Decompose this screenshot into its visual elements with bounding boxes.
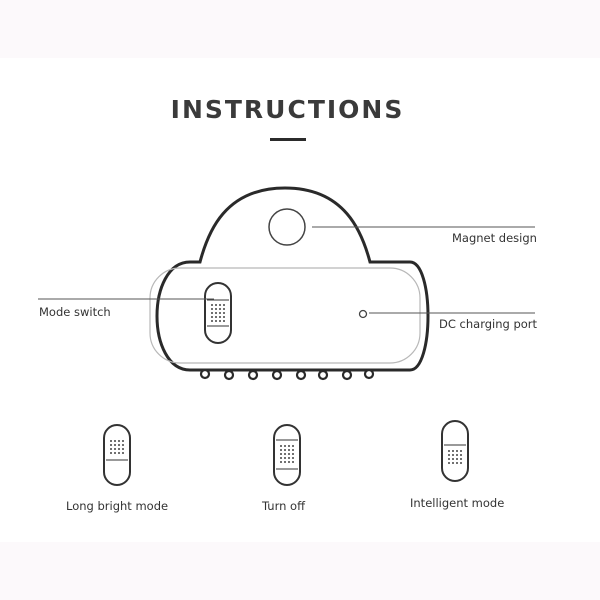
label-dc-charging-port: DC charging port (439, 317, 538, 331)
label-intelligent-mode: Intelligent mode (410, 496, 505, 510)
title-underline (270, 138, 306, 141)
device-mode-switch (204, 282, 232, 344)
switch-icon-intelligent (441, 420, 469, 482)
cloud-inner-panel (149, 267, 421, 364)
label-magnet-design: Magnet design (452, 231, 537, 245)
switch-icon-turn-off (273, 424, 301, 486)
label-mode-switch: Mode switch (39, 305, 111, 319)
label-turn-off: Turn off (262, 499, 305, 513)
led-bumps (199, 368, 375, 381)
top-band (0, 0, 600, 58)
page-title: INSTRUCTIONS (170, 95, 405, 124)
label-long-bright-mode: Long bright mode (66, 499, 169, 513)
bottom-band (0, 542, 600, 600)
magnet-circle (268, 208, 306, 246)
device-switch-dots (211, 304, 225, 322)
switch-icon-long-bright (103, 424, 131, 486)
dc-port-circle (358, 309, 368, 319)
